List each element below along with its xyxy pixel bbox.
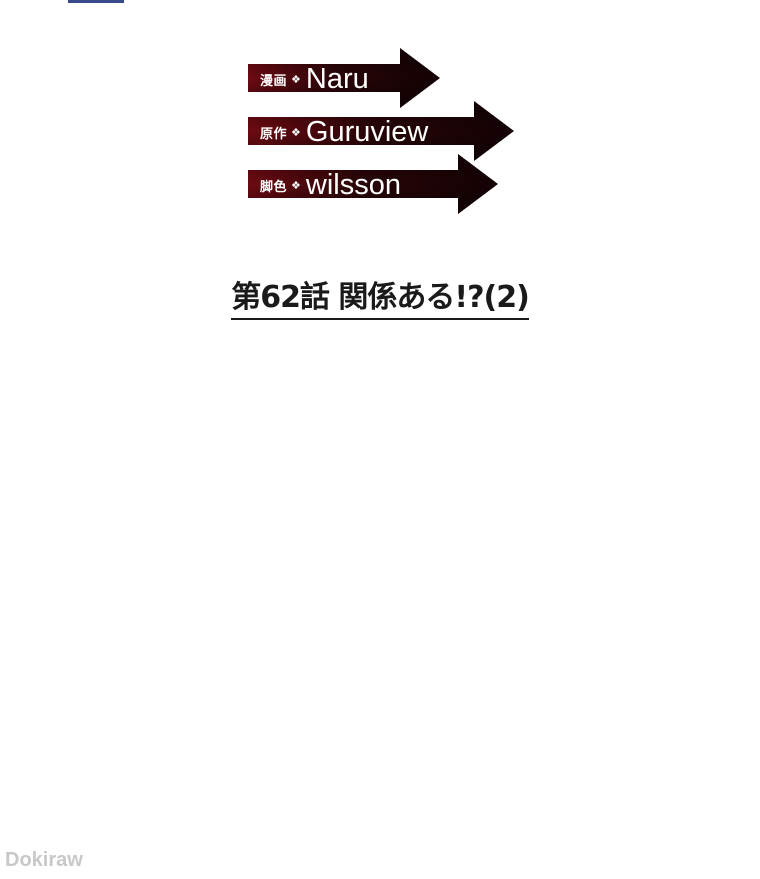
arrow-banner-shape	[248, 154, 498, 214]
arrow-banner-shape	[248, 48, 440, 108]
credit-role-label: 漫画	[260, 73, 288, 89]
credit-arrow-original: 原作 ❖ Guruview	[248, 101, 514, 161]
credit-name: Naru	[305, 62, 369, 95]
site-watermark: Dokiraw	[5, 849, 83, 871]
episode-title-container: 第62話 関係ある!?(2)	[0, 272, 760, 320]
arrow-banner-shape	[248, 101, 514, 161]
top-edge-mark	[68, 0, 124, 3]
diamond-separator-icon: ❖	[291, 125, 301, 139]
credit-role-label: 脚色	[260, 179, 288, 195]
credit-name: Guruview	[305, 115, 429, 148]
credit-name: wilsson	[305, 168, 401, 201]
credit-role-label: 原作	[260, 126, 288, 142]
episode-title: 第62話 関係ある!?(2)	[231, 272, 530, 320]
credit-arrow-adaptation: 脚色 ❖ wilsson	[248, 154, 498, 214]
diamond-separator-icon: ❖	[291, 72, 301, 86]
credit-arrow-artist: 漫画 ❖ Naru	[248, 48, 440, 108]
diamond-separator-icon: ❖	[291, 178, 301, 192]
